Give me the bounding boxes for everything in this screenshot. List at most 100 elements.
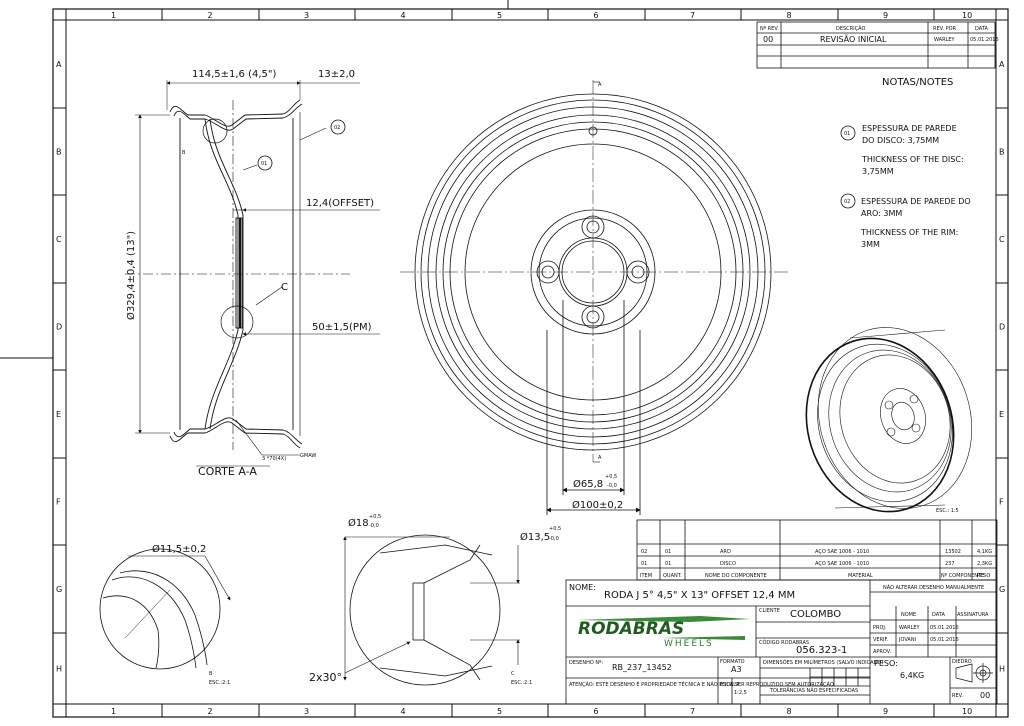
section-title: CORTE A-A <box>198 465 257 478</box>
note-1-pt-line-1: ESPESSURA DE PAREDE <box>862 124 957 133</box>
bom-cell: 237 <box>945 561 955 567</box>
zone-column-label-top: 10 <box>962 11 972 20</box>
projection-symbol-icon <box>955 663 993 683</box>
rodabras-logo: RODABRAS WHEELS <box>577 616 750 649</box>
weld-process: GMAW <box>300 453 316 459</box>
title-no-manual-edit: NÃO ALTERAR DESENHO MANUALMENTE <box>883 584 984 591</box>
zone-column-label-bottom: 8 <box>787 707 792 716</box>
zone-row-label-right: B <box>999 148 1005 157</box>
bom-header-qty: QUANT. <box>663 573 682 579</box>
logo-main-text: RODABRAS <box>578 619 684 639</box>
bom-cell: 01 <box>641 561 647 567</box>
revision-description: REVISÃO INICIAL <box>820 34 887 44</box>
logo-sub-text: WHEELS <box>664 639 714 649</box>
detail-c-chamfer: 2x30° <box>309 671 342 684</box>
detail-c-outer-dim: Ø13,5 <box>520 531 550 543</box>
title-name-label: NOME: <box>569 583 596 592</box>
revision-author: WARLEY <box>934 37 956 43</box>
detail-c-label: C <box>511 671 515 677</box>
dim-pm: 50±1,5(PM) <box>312 322 372 333</box>
detail-c-outer-tol-down: -0,0 <box>549 536 559 542</box>
scale-value: 1:2,5 <box>734 690 747 696</box>
bom-header-weight: PESO <box>977 573 990 579</box>
note-2-number: 02 <box>844 199 850 205</box>
isometric-scale: ESC.: 1:5 <box>936 508 959 514</box>
zone-column-dividers <box>65 9 997 717</box>
title-code-label: CÓDIGO RODABRAS <box>759 639 809 646</box>
section-balloon-1-text: 01 <box>261 161 267 167</box>
dim-rim-diameter: Ø329,4±0,4 (13") <box>125 231 137 320</box>
zone-column-label-top: 8 <box>787 11 792 20</box>
zone-column-label-bottom: 5 <box>497 707 502 716</box>
bom-cell: ARO <box>720 549 731 555</box>
tolerance-title: DIMENSÕES EM MILÍMETROS (SALVO INDICADO) <box>763 659 883 666</box>
zone-row-label-left: E <box>56 410 61 419</box>
drawing-number-label: DESENHO Nº: <box>569 660 603 666</box>
scale-label: ESCALA <box>720 682 740 688</box>
zone-column-label-bottom: 10 <box>962 707 972 716</box>
note-2-en-line-1: THICKNESS OF THE RIM: <box>860 228 958 237</box>
dim-center-bore-tol-down: -0,0 <box>607 483 617 489</box>
zone-row-label-right: D <box>999 323 1005 332</box>
zone-row-label-right: E <box>999 410 1004 419</box>
bom-header-number: Nº COMPONENTE <box>941 573 984 579</box>
zone-column-label-top: 2 <box>208 11 213 20</box>
note-1-pt-line-2: DO DISCO: 3,75MM <box>862 136 939 145</box>
note-2-pt-line-1: ESPESSURA DE PAREDE DO <box>861 197 971 206</box>
sig-proj-name: WARLEY <box>899 625 921 631</box>
inner-frame <box>65 19 997 705</box>
note-1-number: 01 <box>844 131 850 137</box>
dim-offset: 12,4(OFFSET) <box>306 198 374 209</box>
zone-column-label-bottom: 4 <box>401 707 406 716</box>
weight-value: 6,4KG <box>900 671 924 680</box>
zone-row-label-left: A <box>56 60 62 69</box>
sig-verif-role: VERIF. <box>873 637 889 643</box>
detail-b-label: B <box>209 671 213 677</box>
bom-header-item: ITEM <box>640 573 652 579</box>
bom-cell: AÇO SAE 1006 - 1010 <box>815 561 869 567</box>
revision-number: 00 <box>763 35 773 44</box>
format-value: A3 <box>731 665 742 674</box>
outer-frame <box>52 8 1009 718</box>
title-part-name: RODA J 5° 4,5" X 13" OFFSET 12,4 MM <box>604 590 795 601</box>
zone-column-label-bottom: 1 <box>111 707 116 716</box>
bom-cell: 4,1KG <box>977 549 992 555</box>
zone-row-label-right: F <box>999 498 1004 507</box>
disclaimer: ATENÇÃO: ESTE DESENHO É PROPRIEDADE TÉCN… <box>569 680 834 688</box>
revision-header-by: REV. POR <box>933 26 957 32</box>
revision-header-desc: DESCRIÇÃO <box>836 25 865 32</box>
bom-cell: 13502 <box>945 549 961 555</box>
revision-table <box>756 21 996 69</box>
detail-b-scale: ESC.:2:1 <box>209 680 230 686</box>
drawing-number: RB_237_13452 <box>612 663 672 672</box>
bom-cell: AÇO SAE 1006 - 1010 <box>815 549 869 555</box>
format-label: FORMATO <box>720 659 745 665</box>
zone-column-label-bottom: 7 <box>690 707 695 716</box>
isometric-view <box>805 327 973 513</box>
zone-row-label-left: G <box>56 585 62 594</box>
zone-column-label-top: 7 <box>690 11 695 20</box>
detail-c-marker: C <box>281 282 288 293</box>
zone-row-dividers <box>53 19 1008 705</box>
weld-note: 3 *70(4X) <box>262 456 286 462</box>
revision-header-date: DATA <box>975 26 988 32</box>
zone-row-label-left: C <box>56 235 62 244</box>
projection-label: DIEDRO <box>952 659 972 665</box>
detail-c-hole-dim: Ø18 <box>348 517 369 529</box>
zone-column-label-top: 6 <box>594 11 599 20</box>
bom-cell: 01 <box>665 561 671 567</box>
note-1-en-line-2: 3,75MM <box>862 167 894 176</box>
sig-header-name: NOME <box>901 612 916 618</box>
dim-center-bore: Ø65,8 <box>573 478 603 490</box>
section-balloon-1 <box>257 155 273 171</box>
zone-column-label-bottom: 3 <box>304 707 309 716</box>
zone-row-label-right: A <box>999 60 1005 69</box>
detail-c-hole-tol-up: +0,5 <box>369 514 381 520</box>
detail-c-view <box>343 534 520 686</box>
detail-c-scale: ESC.:2:1 <box>511 680 532 686</box>
sheet-revision: 00 <box>980 691 990 700</box>
sig-proj-role: PROJ. <box>873 625 887 631</box>
